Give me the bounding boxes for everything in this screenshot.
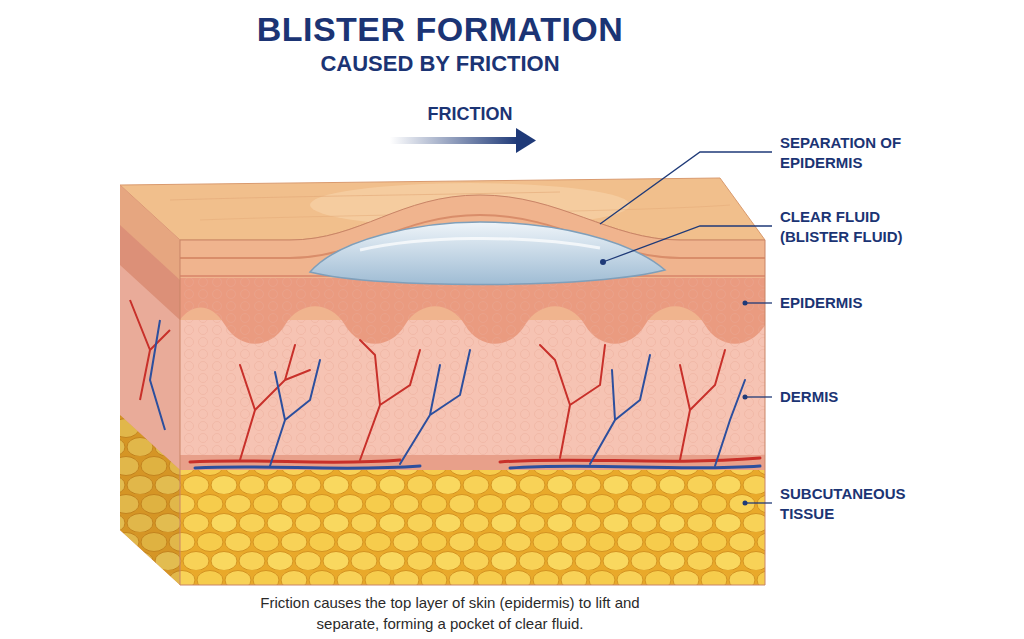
subtitle-text: CAUSED BY FRICTION [140,51,740,77]
arrow-label: FRICTION [405,104,535,125]
callout-label: EPIDERMIS [780,293,930,313]
caption-text: Friction causes the top layer of skin (e… [230,592,670,634]
skin-cross-section [170,180,780,600]
leader-dots [600,259,748,506]
friction-arrow [390,128,536,153]
callout-label: SUBCUTANEOUS TISSUE [780,484,930,523]
skin-side-face [110,170,190,600]
leader-lines [600,152,772,503]
callout-label: DERMIS [780,387,930,407]
callout-label: SEPARATION OF EPIDERMIS [780,133,930,172]
title-text: BLISTER FORMATION [90,10,790,49]
callout-label: CLEAR FLUID (BLISTER FLUID) [780,207,930,246]
